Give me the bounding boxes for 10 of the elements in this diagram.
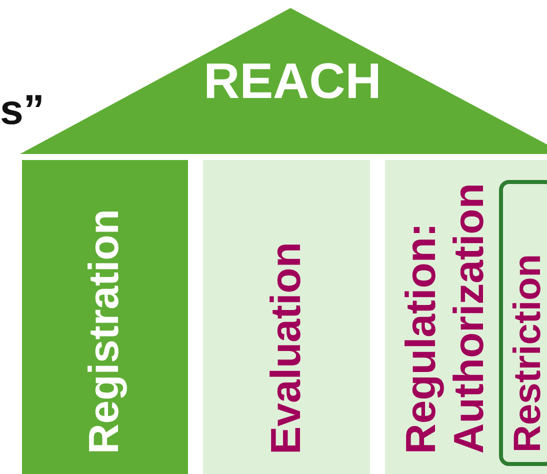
pillar-subtitle: Authorization (445, 183, 493, 454)
outlined-box (499, 180, 547, 466)
pillar-title: Regulation: (397, 223, 445, 454)
pillar (385, 160, 547, 474)
pillar-title: Restriction (507, 254, 547, 452)
pillar (203, 160, 370, 474)
pillar (22, 160, 188, 474)
pillar-title: Registration (80, 208, 128, 454)
text-fragment: s” (0, 86, 44, 134)
pillar-title: Evaluation (262, 242, 310, 454)
